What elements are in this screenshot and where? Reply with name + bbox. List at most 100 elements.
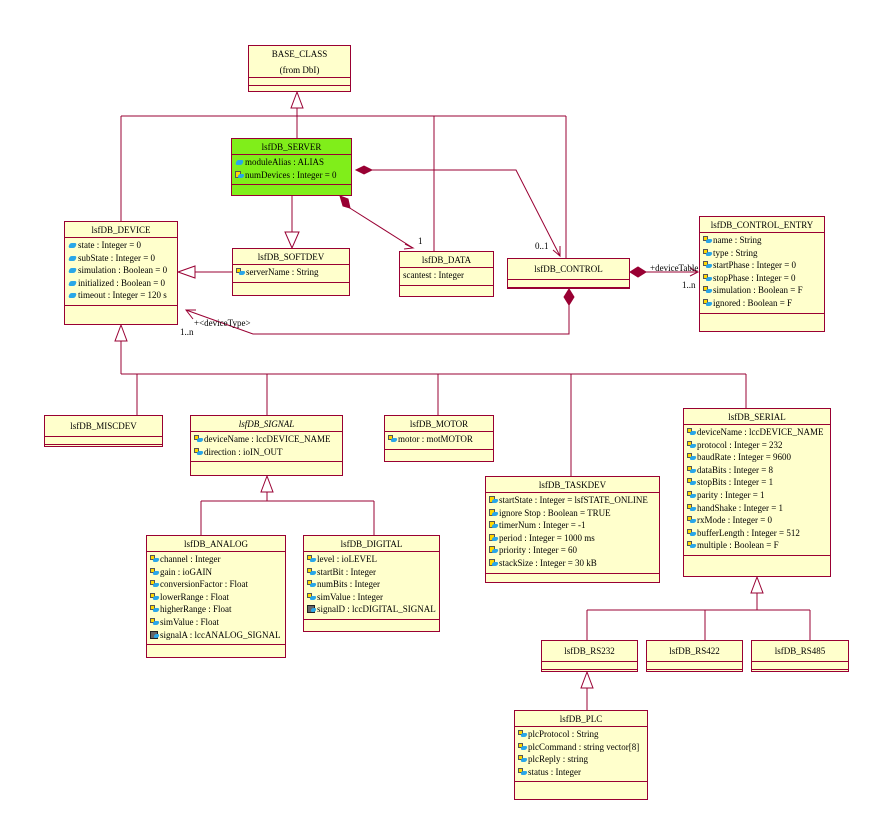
attribute: rxMode : Integer = 0 [687,514,828,527]
protected-attribute-icon [703,236,712,244]
inheritance-arrow-plc [580,670,594,689]
composition-diamond-server-data [339,195,351,209]
protected-attribute-icon [687,503,696,512]
protected-attribute-icon [150,580,159,588]
class-signal[interactable]: lsfDB_SIGNAL deviceName : lccDEVICE_NAME… [190,415,343,476]
attribute: stopBits : Integer = 1 [687,476,828,489]
attribute: lowerRange : Float [150,591,283,604]
protected-attribute-icon [687,440,696,449]
protected-attribute-icon [307,592,316,601]
line-signal-tree [200,492,375,535]
multiplicity-control-entry: 1..n [682,280,696,290]
inheritance-arrow-base [290,90,304,109]
class-name: lsfDB_DATA [400,252,493,268]
attributes-compartment: serverName : String [233,265,349,283]
class-name: lsfDB_SERIAL [684,409,830,425]
private-attribute-icon [235,170,244,179]
attribute: numDevices : Integer = 0 [235,169,349,182]
attribute: deviceName : lccDEVICE_NAME [194,433,340,446]
class-server[interactable]: lsfDB_SERVER moduleAlias : ALIAS numDevi… [231,138,352,196]
class-miscdev[interactable]: lsfDB_MISCDEV [44,415,163,447]
attribute: level : ioLEVEL [307,553,437,566]
attribute: simValue : Integer [307,591,437,604]
public-attribute-icon [235,158,244,166]
class-plc[interactable]: lsfDB_PLC plcProtocol : String plcComman… [514,710,648,800]
attribute: plcProtocol : String [518,728,645,741]
class-control[interactable]: lsfDB_CONTROL [507,258,630,289]
class-control-entry[interactable]: lsfDB_CONTROL_ENTRY name : String type :… [699,216,825,332]
class-name: lsfDB_CONTROL_ENTRY [700,217,824,233]
protected-attribute-icon [687,541,696,549]
protected-attribute-icon [307,567,316,576]
protected-attribute-icon [687,465,696,474]
line-base-tree [120,108,567,258]
protected-attribute-icon [687,516,696,524]
class-motor[interactable]: lsfDB_MOTOR motor : motMOTOR [384,415,494,462]
attribute: priority : Integer = 60 [489,544,657,557]
class-name: lsfDB_TASKDEV [486,477,659,493]
attribute: period : Integer = 1000 ms [489,532,657,545]
attributes-compartment [752,662,848,670]
private-attribute-icon [489,533,498,542]
private-attribute-icon [489,496,498,504]
attribute: channel : Integer [150,553,283,566]
class-rs422[interactable]: lsfDB_RS422 [646,640,743,672]
protected-attribute-icon [150,592,159,601]
protected-attribute-icon [150,555,159,563]
line-server-control [372,169,561,257]
attribute: ignore Stop : Boolean = TRUE [489,507,657,520]
attribute: signalD : lccDIGITAL_SIGNAL [307,603,437,616]
protected-attribute-icon [194,435,203,443]
class-name: BASE_CLASS [271,49,328,59]
attributes-compartment: state : Integer = 0 subState : Integer =… [65,238,177,306]
attribute: parity : Integer = 1 [687,489,828,502]
class-taskdev[interactable]: lsfDB_TASKDEV startState : Integer = lsf… [485,476,660,583]
multiplicity-server-control: 0..1 [535,241,549,251]
class-serial[interactable]: lsfDB_SERIAL deviceName : lccDEVICE_NAME… [683,408,831,577]
private-attribute-icon [489,521,498,529]
attribute: direction : ioIN_OUT [194,446,340,459]
class-name: lsfDB_RS232 [542,641,637,662]
class-softdev[interactable]: lsfDB_SOFTDEV serverName : String [232,248,350,296]
role-device-table: +deviceTable [650,263,699,273]
attribute: startBit : Integer [307,566,437,579]
inheritance-arrow-signal [260,474,274,493]
attributes-compartment: deviceName : lccDEVICE_NAME direction : … [191,432,342,463]
attribute: bufferLength : Integer = 512 [687,527,828,540]
composition-diamond-control-entry [629,266,647,278]
protected-attribute-icon [150,567,159,576]
class-stereotype: (from DbI) [279,65,320,75]
class-base-class[interactable]: BASE_CLASS (from DbI) [248,45,351,92]
implementation-attribute-icon [150,630,159,639]
attribute: simulation : Boolean = 0 [68,264,175,277]
line-control-device [185,305,570,335]
protected-attribute-icon [150,605,159,613]
class-analog[interactable]: lsfDB_ANALOG channel : Integer gain : io… [146,535,286,658]
class-rs232[interactable]: lsfDB_RS232 [541,640,638,672]
class-data[interactable]: lsfDB_DATA scantest : Integer [399,251,494,297]
class-name: lsfDB_ANALOG [147,536,285,552]
protected-attribute-icon [687,478,696,486]
class-rs485[interactable]: lsfDB_RS485 [751,640,849,672]
attribute: serverName : String [236,266,347,279]
attribute: initialized : Boolean = 0 [68,277,175,290]
inheritance-arrow-serial [750,575,764,594]
public-attribute-icon [68,241,77,249]
class-device[interactable]: lsfDB_DEVICE state : Integer = 0 subStat… [64,221,178,325]
attribute: stopPhase : Integer = 0 [703,272,822,285]
attributes-compartment: motor : motMOTOR [385,432,493,450]
class-name: lsfDB_MISCDEV [45,416,162,437]
class-name: lsfDB_MOTOR [385,416,493,432]
class-name: lsfDB_PLC [515,711,647,727]
multiplicity-server-data: 1 [418,236,423,246]
attribute: startPhase : Integer = 0 [703,259,822,272]
class-name: lsfDB_RS422 [647,641,742,662]
attribute: plcCommand : string vector[8] [518,741,645,754]
attribute: multiple : Boolean = F [687,539,828,552]
protected-attribute-icon [150,617,159,626]
private-attribute-icon [489,546,498,554]
composition-diamond-server-control [354,165,374,175]
public-attribute-icon [68,254,77,262]
attribute: timerNum : Integer = -1 [489,519,657,532]
class-digital[interactable]: lsfDB_DIGITAL level : ioLEVEL startBit :… [303,535,440,632]
